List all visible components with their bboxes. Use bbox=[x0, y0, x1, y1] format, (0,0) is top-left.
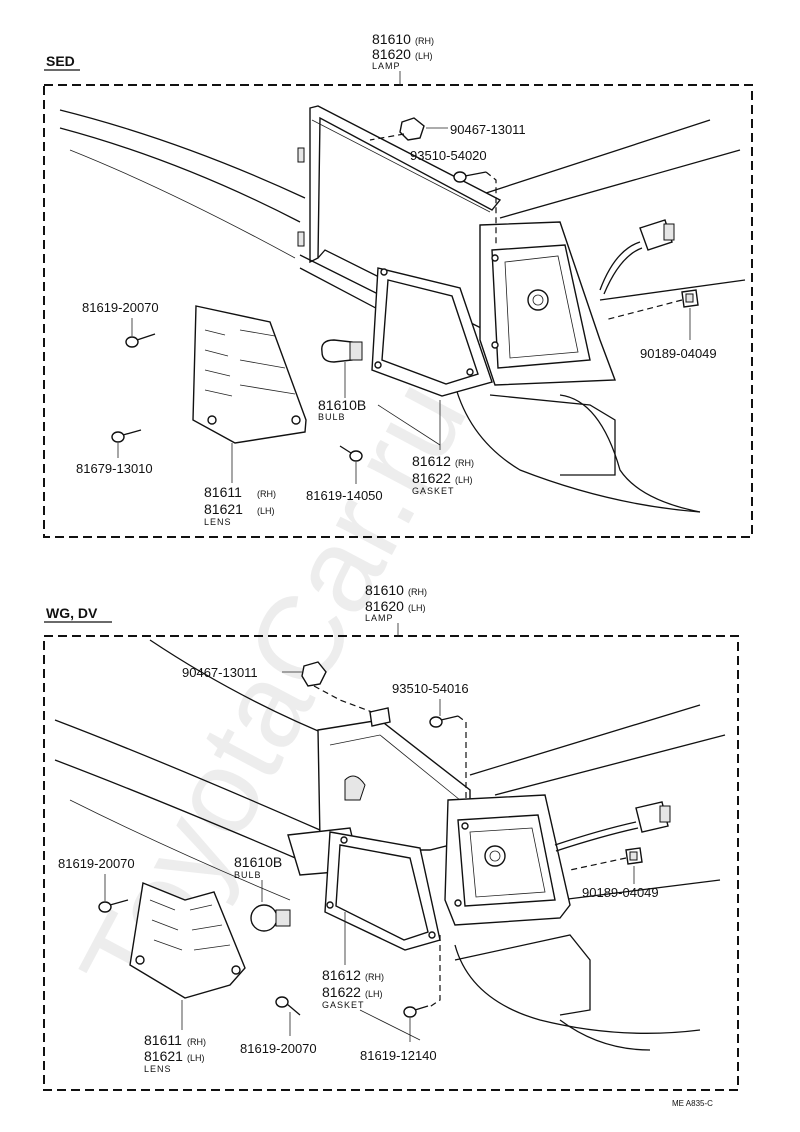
bulb-wg-dv: 81610B BULB bbox=[234, 854, 291, 932]
lens-lh-suffix: (LH) bbox=[187, 1053, 205, 1063]
label-gasket-wg-dv: 81612 (RH) 81622 (LH) GASKET bbox=[322, 967, 384, 1010]
screw-bottom-wg-dv: 81619-20070 bbox=[240, 996, 317, 1056]
screw-left-low-sed: 81679-13010 bbox=[76, 429, 153, 476]
lamp-rh-suffix: (RH) bbox=[415, 36, 434, 46]
bulb-number: 81610B bbox=[234, 854, 282, 870]
nut-label: 90189-04049 bbox=[582, 885, 659, 900]
lens-rh-number: 81611 bbox=[204, 484, 242, 500]
label-gasket-sed: 81612 (RH) 81622 (LH) GASKET bbox=[412, 453, 474, 496]
lamp-lh-number: 81620 bbox=[365, 598, 404, 614]
nut-label: 90189-04049 bbox=[640, 346, 717, 361]
screw-mid-sed: 81619-14050 bbox=[306, 445, 383, 503]
lamp-rh-number: 81610 bbox=[365, 582, 404, 598]
clip-wg-dv: 90467-13011 bbox=[182, 661, 373, 713]
label-lens-sed: 81611 (RH) 81621 (LH) LENS bbox=[204, 484, 276, 527]
screw-top-label: 93510-54020 bbox=[410, 148, 487, 163]
lamp-caption: LAMP bbox=[372, 61, 401, 71]
label-lamp-sed: 81610 (RH) 81620 (LH) LAMP bbox=[372, 31, 434, 86]
lens-sed bbox=[192, 305, 307, 483]
clip-label: 90467-13011 bbox=[450, 122, 526, 137]
bulb-caption: BULB bbox=[234, 870, 262, 880]
lens-rh-suffix: (RH) bbox=[187, 1037, 206, 1047]
screw-bottom-label: 81619-20070 bbox=[240, 1041, 317, 1056]
label-lens-wg-dv: 81611 (RH) 81621 (LH) LENS bbox=[144, 1032, 206, 1074]
screw-mid-label: 81619-14050 bbox=[306, 488, 383, 503]
lens-caption: LENS bbox=[204, 517, 232, 527]
gasket-rh-suffix: (RH) bbox=[455, 458, 474, 468]
lamp-lh-suffix: (LH) bbox=[415, 51, 433, 61]
section-wg-dv: WG, DV 81610 (RH) 81620 (LH) LAMP bbox=[43, 582, 739, 1091]
lamp-rh-suffix: (RH) bbox=[408, 587, 427, 597]
section-title-sed: SED bbox=[46, 53, 75, 69]
screw-top-sed: 93510-54020 bbox=[410, 148, 497, 245]
nut-wg-dv: 90189-04049 bbox=[569, 847, 659, 900]
lens-rh-number: 81611 bbox=[144, 1032, 182, 1048]
gasket-rh-suffix: (RH) bbox=[365, 972, 384, 982]
screw-right-low-wg-dv: 81619-12140 bbox=[359, 935, 441, 1063]
screw-right-low-label: 81619-12140 bbox=[360, 1048, 437, 1063]
gasket-lh-suffix: (LH) bbox=[365, 989, 383, 999]
lens-lh-number: 81621 bbox=[204, 501, 243, 517]
vehicle-body-sed bbox=[59, 109, 746, 513]
bulb-caption: BULB bbox=[318, 412, 346, 422]
section-sed: SED 81610 (RH) 81620 (LH) LAMP bbox=[43, 31, 753, 538]
gasket-lh-number: 81622 bbox=[322, 984, 361, 1000]
clip-label: 90467-13011 bbox=[182, 665, 258, 680]
bulb-sed: 81610B BULB bbox=[318, 339, 366, 422]
lamp-rh-number: 81610 bbox=[372, 31, 411, 47]
screw-left-label: 81619-20070 bbox=[82, 300, 159, 315]
gasket-lh-number: 81622 bbox=[412, 470, 451, 486]
gasket-wg-dv bbox=[324, 831, 441, 965]
screw-top-wg-dv: 93510-54016 bbox=[392, 681, 469, 800]
gasket-lh-suffix: (LH) bbox=[455, 475, 473, 485]
lens-caption: LENS bbox=[144, 1064, 172, 1074]
gasket-rh-number: 81612 bbox=[412, 453, 451, 469]
section-frame-sed bbox=[43, 84, 753, 538]
screw-left-sed: 81619-20070 bbox=[82, 300, 159, 348]
lamp-lh-number: 81620 bbox=[372, 46, 411, 62]
lamp-assembly-wg-dv bbox=[444, 794, 671, 926]
vehicle-body-wg-dv bbox=[54, 639, 726, 1051]
nut-sed: 90189-04049 bbox=[604, 289, 717, 361]
lens-lh-number: 81621 bbox=[144, 1048, 183, 1064]
gasket-caption: GASKET bbox=[322, 1000, 365, 1010]
screw-left-low-label: 81679-13010 bbox=[76, 461, 153, 476]
section-title-wg-dv: WG, DV bbox=[46, 605, 98, 621]
lamp-caption: LAMP bbox=[365, 613, 394, 623]
clip-sed: 90467-13011 bbox=[369, 117, 526, 141]
lens-rh-suffix: (RH) bbox=[257, 489, 276, 499]
lamp-assembly-sed bbox=[479, 219, 675, 386]
screw-left-label: 81619-20070 bbox=[58, 856, 135, 871]
section-frame-wg-dv bbox=[43, 635, 739, 1091]
screw-left-wg-dv: 81619-20070 bbox=[58, 856, 135, 913]
label-lamp-wg-dv: 81610 (RH) 81620 (LH) LAMP bbox=[365, 582, 427, 637]
gasket-caption: GASKET bbox=[412, 486, 455, 496]
gasket-rh-number: 81612 bbox=[322, 967, 361, 983]
lens-wg-dv bbox=[129, 882, 246, 1030]
screw-top-label: 93510-54016 bbox=[392, 681, 469, 696]
figure-code: ME A835-C bbox=[672, 1099, 713, 1108]
gasket-sed bbox=[371, 267, 493, 450]
lamp-lh-suffix: (LH) bbox=[408, 603, 426, 613]
bulb-number: 81610B bbox=[318, 397, 366, 413]
lens-lh-suffix: (LH) bbox=[257, 506, 275, 516]
